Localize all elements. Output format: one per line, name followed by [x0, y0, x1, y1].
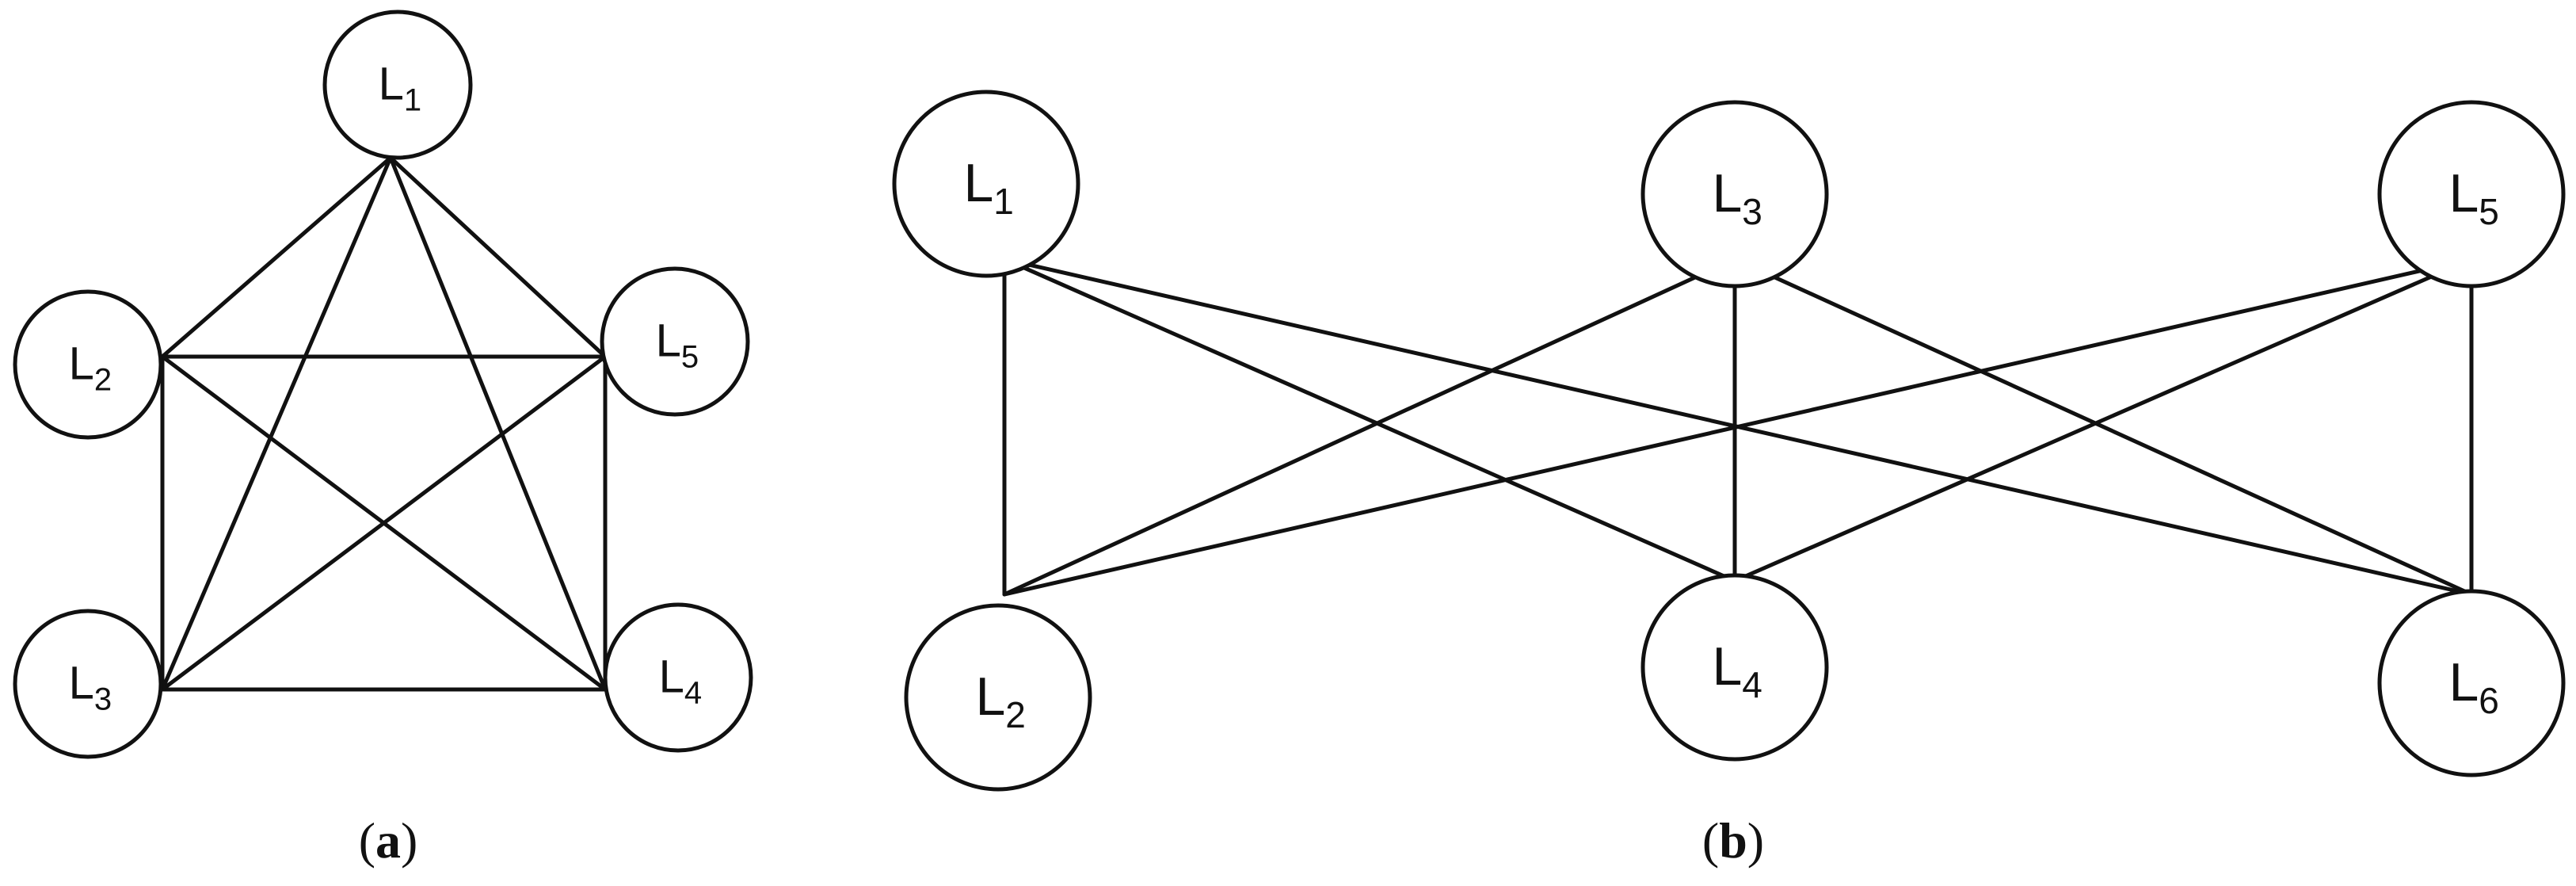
node-l5-label: L5: [656, 315, 699, 375]
node-l5-circle: [600, 266, 750, 417]
node-l4-circle: [1640, 573, 1829, 762]
panel-b-edges: [1002, 257, 2474, 597]
node-l3-circle: [13, 609, 163, 759]
node-label-letter: L: [1712, 636, 1742, 697]
node-l3-label: L3: [69, 658, 112, 717]
node-label-index: 5: [2479, 191, 2499, 232]
panel-a-caption-letter: a: [375, 812, 401, 869]
panel-a-edges: [160, 155, 608, 692]
node-label-index: 2: [94, 363, 112, 398]
node-label-index: 4: [684, 676, 702, 711]
node-l3: L3: [1640, 100, 1829, 288]
edge-l3-l5: [160, 354, 608, 692]
node-label-index: 1: [404, 83, 421, 118]
edge-l1-l5: [388, 155, 608, 359]
node-label-letter: L: [69, 658, 94, 709]
node-label-index: 3: [94, 682, 112, 717]
node-label-letter: L: [2448, 163, 2479, 223]
node-l2-circle: [904, 603, 1092, 792]
node-label-index: 2: [1005, 694, 1026, 735]
node-label-letter: L: [379, 59, 404, 110]
node-l4-label: L4: [1712, 636, 1762, 705]
edge-l2-l5: [1002, 257, 2474, 597]
edge-l1-l2: [160, 155, 393, 359]
node-l2-label: L2: [975, 666, 1025, 735]
node-l5: L5: [2377, 100, 2566, 288]
edge-l3-l6: [1732, 257, 2474, 597]
panel-b-caption-letter: b: [1719, 812, 1747, 869]
node-l6-circle: [2377, 589, 2566, 777]
panel-b-caption: (b): [1702, 812, 1764, 869]
node-label-letter: L: [659, 651, 684, 703]
node-label-index: 4: [1742, 664, 1762, 705]
edge-l1-l4: [1002, 257, 1737, 583]
edge-l2-l3: [1002, 257, 1737, 597]
node-l4: L4: [603, 602, 753, 753]
node-label-index: 1: [993, 181, 1014, 222]
edge-l1-l4: [388, 155, 608, 692]
node-l1: L1: [892, 90, 1080, 278]
node-label-letter: L: [963, 153, 993, 213]
node-l1-label: L1: [379, 59, 422, 118]
node-label-index: 6: [2479, 680, 2499, 721]
node-label-letter: L: [69, 338, 94, 390]
node-l6: L6: [2377, 589, 2566, 777]
node-l1: L1: [322, 10, 473, 160]
node-l5-circle: [2377, 100, 2566, 288]
node-l2: L2: [13, 289, 163, 440]
node-label-letter: L: [975, 666, 1005, 727]
node-l6-label: L6: [2448, 652, 2498, 721]
node-l2-label: L2: [69, 338, 112, 398]
node-l1-label: L1: [963, 153, 1013, 222]
node-l3-label: L3: [1712, 163, 1762, 232]
edge-l4-l5: [1732, 257, 2474, 583]
node-l3-circle: [1640, 100, 1829, 288]
node-l4: L4: [1640, 573, 1829, 762]
node-label-letter: L: [1712, 163, 1742, 223]
node-l5: L5: [600, 266, 750, 417]
node-label-letter: L: [2448, 652, 2479, 712]
node-l3: L3: [13, 609, 163, 759]
node-label-index: 3: [1742, 191, 1762, 232]
node-l5-label: L5: [2448, 163, 2498, 232]
node-l1-circle: [322, 10, 473, 160]
node-l2-circle: [13, 289, 163, 440]
node-label-index: 5: [681, 340, 699, 375]
node-l2: L2: [904, 603, 1092, 792]
edge-l1-l3: [160, 155, 393, 692]
node-l1-circle: [892, 90, 1080, 278]
node-l4-circle: [603, 602, 753, 753]
node-l4-label: L4: [659, 651, 703, 711]
panel-a-caption: (a): [359, 812, 418, 869]
node-label-letter: L: [656, 315, 681, 367]
